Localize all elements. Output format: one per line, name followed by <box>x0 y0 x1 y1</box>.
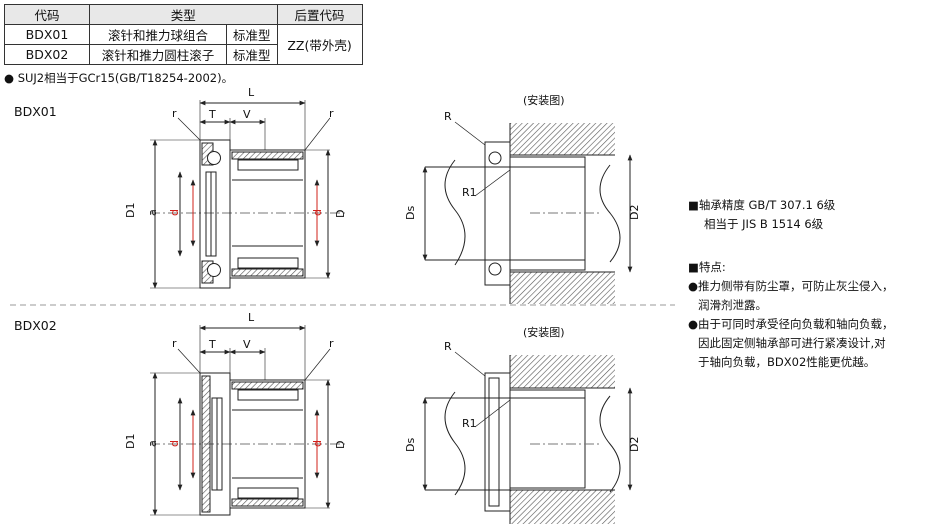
leader-R1 <box>474 399 511 428</box>
spec-table: 代码 类型 后置代码 BDX01 滚针和推力球组合 标准型 ZZ(带外壳) BD… <box>4 4 363 65</box>
label-Ds: Ds <box>404 206 417 220</box>
leader-r-left <box>177 117 201 141</box>
bdx02-bearing-drawing <box>150 325 345 516</box>
housing-hatch-top <box>510 123 615 155</box>
label-D1: D1 <box>124 434 137 449</box>
label-Ds: Ds <box>404 438 417 452</box>
label-R1: R1 <box>462 186 477 199</box>
leader-R1 <box>474 169 511 197</box>
cell-code: BDX01 <box>4 24 90 45</box>
precision-title: ■轴承精度 GB/T 307.1 6级 <box>688 198 836 212</box>
label-D: D <box>334 441 347 449</box>
needle-section <box>509 389 586 489</box>
bdx02-install-drawing <box>422 351 633 524</box>
needle-housing <box>229 379 306 509</box>
housing-wall-bottom <box>231 498 304 507</box>
leader-r-left <box>177 348 201 374</box>
label-r: r <box>329 337 334 350</box>
shaft-break-right <box>599 395 621 493</box>
label-D2: D2 <box>628 437 641 452</box>
install-label: (安装图) <box>523 325 565 339</box>
cell-std: 标准型 <box>226 44 278 65</box>
label-D1: D1 <box>124 203 137 218</box>
label-T: T <box>208 338 216 351</box>
feature-line: ●由于可同时承受径向负载和轴向负载， <box>688 317 894 331</box>
housing-wall-bottom <box>231 268 304 277</box>
label-r: r <box>172 337 177 350</box>
label-V: V <box>243 338 251 351</box>
label-d: d <box>311 209 324 216</box>
housing-hatch-bottom <box>510 490 615 524</box>
bdx01-bearing-drawing <box>150 100 345 289</box>
label-D2: D2 <box>628 205 641 220</box>
ball-top <box>488 151 502 165</box>
label-L: L <box>248 86 255 99</box>
thrust-washer <box>201 375 211 513</box>
needle-housing <box>229 149 306 279</box>
label-a: a <box>146 440 159 447</box>
label-d: d <box>311 440 324 447</box>
ball-bottom <box>488 262 502 276</box>
needle-row-top <box>237 389 299 401</box>
leader-r-right <box>304 117 331 151</box>
leader-R <box>454 351 486 377</box>
cell-suffix: ZZ(带外壳) <box>276 24 363 65</box>
housing-hatch-top <box>510 355 615 388</box>
housing-hatch-bottom <box>510 272 615 304</box>
precision-block: ■轴承精度 GB/T 307.1 6级 相当于 JIS B 1514 6级 <box>688 196 835 234</box>
label-d: d <box>168 209 181 216</box>
label-R: R <box>444 340 452 353</box>
material-note: ● SUJ2相当于GCr15(GB/T18254-2002)。 <box>4 71 234 85</box>
feature-line: 于轴向负载，BDX02性能更优越。 <box>698 355 876 369</box>
housing-wall-top <box>231 151 304 160</box>
feature-line: 润滑剂泄露。 <box>698 298 767 312</box>
label-V: V <box>243 108 251 121</box>
cell-type: 滚针和推力圆柱滚子 <box>89 44 227 65</box>
leader-R <box>454 121 486 146</box>
label-D: D <box>334 210 347 218</box>
cell-code: BDX02 <box>4 44 90 65</box>
thrust-roller-cage <box>488 377 500 507</box>
label-r: r <box>329 107 334 120</box>
label-a: a <box>146 209 159 216</box>
needle-row-bottom <box>237 487 299 499</box>
features-block: ■特点: ●推力侧带有防尘罩，可防止灰尘侵入， 润滑剂泄露。 ●由于可同时承受径… <box>688 258 894 372</box>
ball-bottom <box>207 263 221 277</box>
leader-r-right <box>304 348 331 381</box>
table-header-row: 代码 类型 后置代码 <box>4 4 363 25</box>
shaft-break-left <box>444 391 466 496</box>
install-label: (安装图) <box>523 93 565 107</box>
section-label-bdx02: BDX02 <box>14 318 57 333</box>
shaft-break-left <box>444 159 466 266</box>
bdx01-install-drawing <box>422 121 633 304</box>
features-title: ■特点: <box>688 260 726 274</box>
feature-line: ●推力侧带有防尘罩，可防止灰尘侵入， <box>688 279 894 293</box>
table-row: BDX02 滚针和推力圆柱滚子 标准型 <box>4 44 363 65</box>
housing-wall-top <box>231 381 304 390</box>
label-T: T <box>208 108 216 121</box>
label-R: R <box>444 110 452 123</box>
label-L: L <box>248 311 255 324</box>
ball-top <box>207 151 221 165</box>
needle-row-bottom <box>237 257 299 269</box>
label-d: d <box>168 440 181 447</box>
label-R1: R1 <box>462 417 477 430</box>
header-suffix: 后置代码 <box>276 4 363 25</box>
header-code: 代码 <box>4 4 90 25</box>
label-r: r <box>172 107 177 120</box>
precision-line: 相当于 JIS B 1514 6级 <box>704 217 824 231</box>
needle-row-top <box>237 159 299 171</box>
shaft-break-right <box>599 164 621 263</box>
header-type: 类型 <box>89 4 278 25</box>
section-label-bdx01: BDX01 <box>14 104 57 119</box>
feature-line: 因此固定侧轴承部可进行紧凑设计,对 <box>698 336 886 350</box>
